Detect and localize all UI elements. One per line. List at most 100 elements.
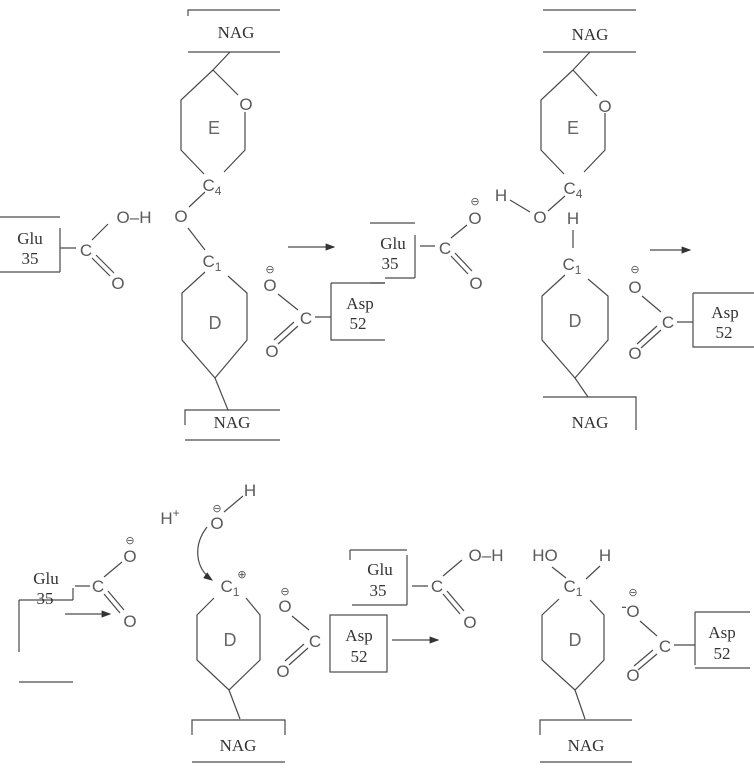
water-hydroxide: ⊖ O H [197,481,256,581]
asp-number: 52 [351,647,368,666]
minus-sign: - [621,597,627,616]
step-4-product: Glu 35 C O–H O HO H C1 D NAG ⊖ - O C O A… [349,546,750,763]
carboxyl-carbon: C [431,577,443,596]
carbonyl-oxygen: O [628,344,641,363]
ring-d: C1 ⊕ D [196,568,261,691]
ring-d: C1 D [541,255,609,379]
nag-label: NAG [218,23,255,42]
negative-charge: ⊖ [212,502,221,515]
nag-bottom-box: NAG [539,689,632,763]
carboxyl-carbon: C [309,632,321,651]
curved-electron-arrow [197,526,213,581]
ring-e-label: E [567,118,579,138]
c1-atom: C1 [203,252,222,274]
asp-label: Asp [711,303,738,322]
carboxyl-carbon: C [92,577,104,596]
carboxylate-oxygen: O [278,597,291,616]
negative-charge: ⊖ [280,585,289,598]
carbonyl-oxygen: O [123,612,136,631]
glu-label: Glu [380,234,406,253]
carboxyl-carbon: C [662,313,674,332]
ring-d-label: D [569,630,582,650]
glu-label: Glu [17,229,43,248]
c1-hydroxyl: HO [532,546,558,565]
ring-e-label: E [208,118,220,138]
negative-charge: ⊖ [470,195,479,208]
nag-label: NAG [572,25,609,44]
c1-hydrogen: H [599,546,611,565]
carboxyl-oh: O–H [469,546,504,565]
c1-atom: C1 [221,577,240,599]
glu-number: 35 [370,581,387,600]
c4-atom: C4 [564,179,583,201]
asp52-residue: ⊖ O C O Asp 52 [276,585,388,681]
nag-label: NAG [568,736,605,755]
c1-hydrogen: H [567,209,579,228]
carbonyl-oxygen: O [276,662,289,681]
ring-oxygen: O [598,97,611,116]
glu35-residue: Glu 35 C O–H O [349,546,504,632]
negative-charge: ⊖ [628,586,637,599]
asp-label: Asp [346,294,373,313]
nag-bottom-box: NAG [184,377,280,441]
asp-label: Asp [345,626,372,645]
ring-d-label: D [569,311,582,331]
asp-number: 52 [714,644,731,663]
step-3-oxocarbenium: Glu 35 C ⊖ O O H+ ⊖ O H C1 ⊕ D NAG ⊖ [18,481,388,763]
asp52-residue: ⊖ - O C O Asp 52 [621,586,750,685]
nag-top-box: NAG [187,9,280,53]
step-2-cleavage: NAG O E C4 H O H C1 D NAG Glu 35 C ⊖ [370,9,754,432]
carboxylate-oxygen: O [263,276,276,295]
c4-hydroxyl-oxygen: O [533,208,546,227]
negative-charge: ⊖ [630,263,639,276]
glu35-residue: Glu 35 C O–H O [0,208,151,293]
glu-number: 35 [22,249,39,268]
glu35-residue: Glu 35 C ⊖ O O [370,195,483,293]
water-hydrogen: H [244,481,256,500]
ring-e: O E C4 [180,51,253,198]
ring-e: O E C4 [540,51,612,201]
ring-d-label: D [224,630,237,650]
c1-atom: C1 [563,255,582,277]
glu-number: 35 [382,254,399,273]
asp-number: 52 [350,314,367,333]
carbonyl-oxygen: O [626,666,639,685]
carboxylate-oxygen: O [123,547,136,566]
nag-bottom-box: NAG [191,689,286,763]
carbonyl-oxygen: O [463,613,476,632]
nag-top-box: NAG [543,9,636,53]
positive-charge: ⊕ [237,568,246,581]
glu-label: Glu [33,569,59,588]
nag-label: NAG [572,413,609,432]
negative-charge: ⊖ [265,263,274,276]
carboxyl-carbon: C [659,637,671,656]
asp52-residue: ⊖ O C O Asp 52 [263,263,385,361]
ring-d: C1 D [541,577,605,691]
negative-charge: ⊖ [125,534,134,547]
proton-label: H+ [160,506,179,528]
asp-label: Asp [708,623,735,642]
carboxyl-carbon: C [439,239,451,258]
glycosidic-oxygen: O [174,207,187,226]
hydroxyl-hydrogen: H [495,186,507,205]
carboxylate-oxygen: O [626,602,639,621]
ring-d-label: D [209,313,222,333]
c1-atom: C1 [564,577,583,599]
c4-atom: C4 [203,176,222,198]
carbonyl-oxygen: O [111,274,124,293]
ring-d: C1 D [181,252,248,379]
nag-bottom-box: NAG [543,377,637,432]
carboxylate-oxygen: O [628,278,641,297]
water-oxygen: O [210,514,223,533]
glu35-residue: Glu 35 C ⊖ O O [18,534,137,683]
asp-number: 52 [716,323,733,342]
carboxyl-carbon: C [300,309,312,328]
asp52-residue: ⊖ O C O Asp 52 [628,263,754,363]
carbonyl-oxygen: O [265,342,278,361]
step-1-substrate-complex: NAG O E C4 O C1 D NAG Glu 35 C O–H O [0,9,385,441]
carboxyl-oh: O–H [117,208,152,227]
carbonyl-oxygen: O [469,274,482,293]
ring-oxygen: O [239,95,252,114]
glu-number: 35 [37,589,54,608]
